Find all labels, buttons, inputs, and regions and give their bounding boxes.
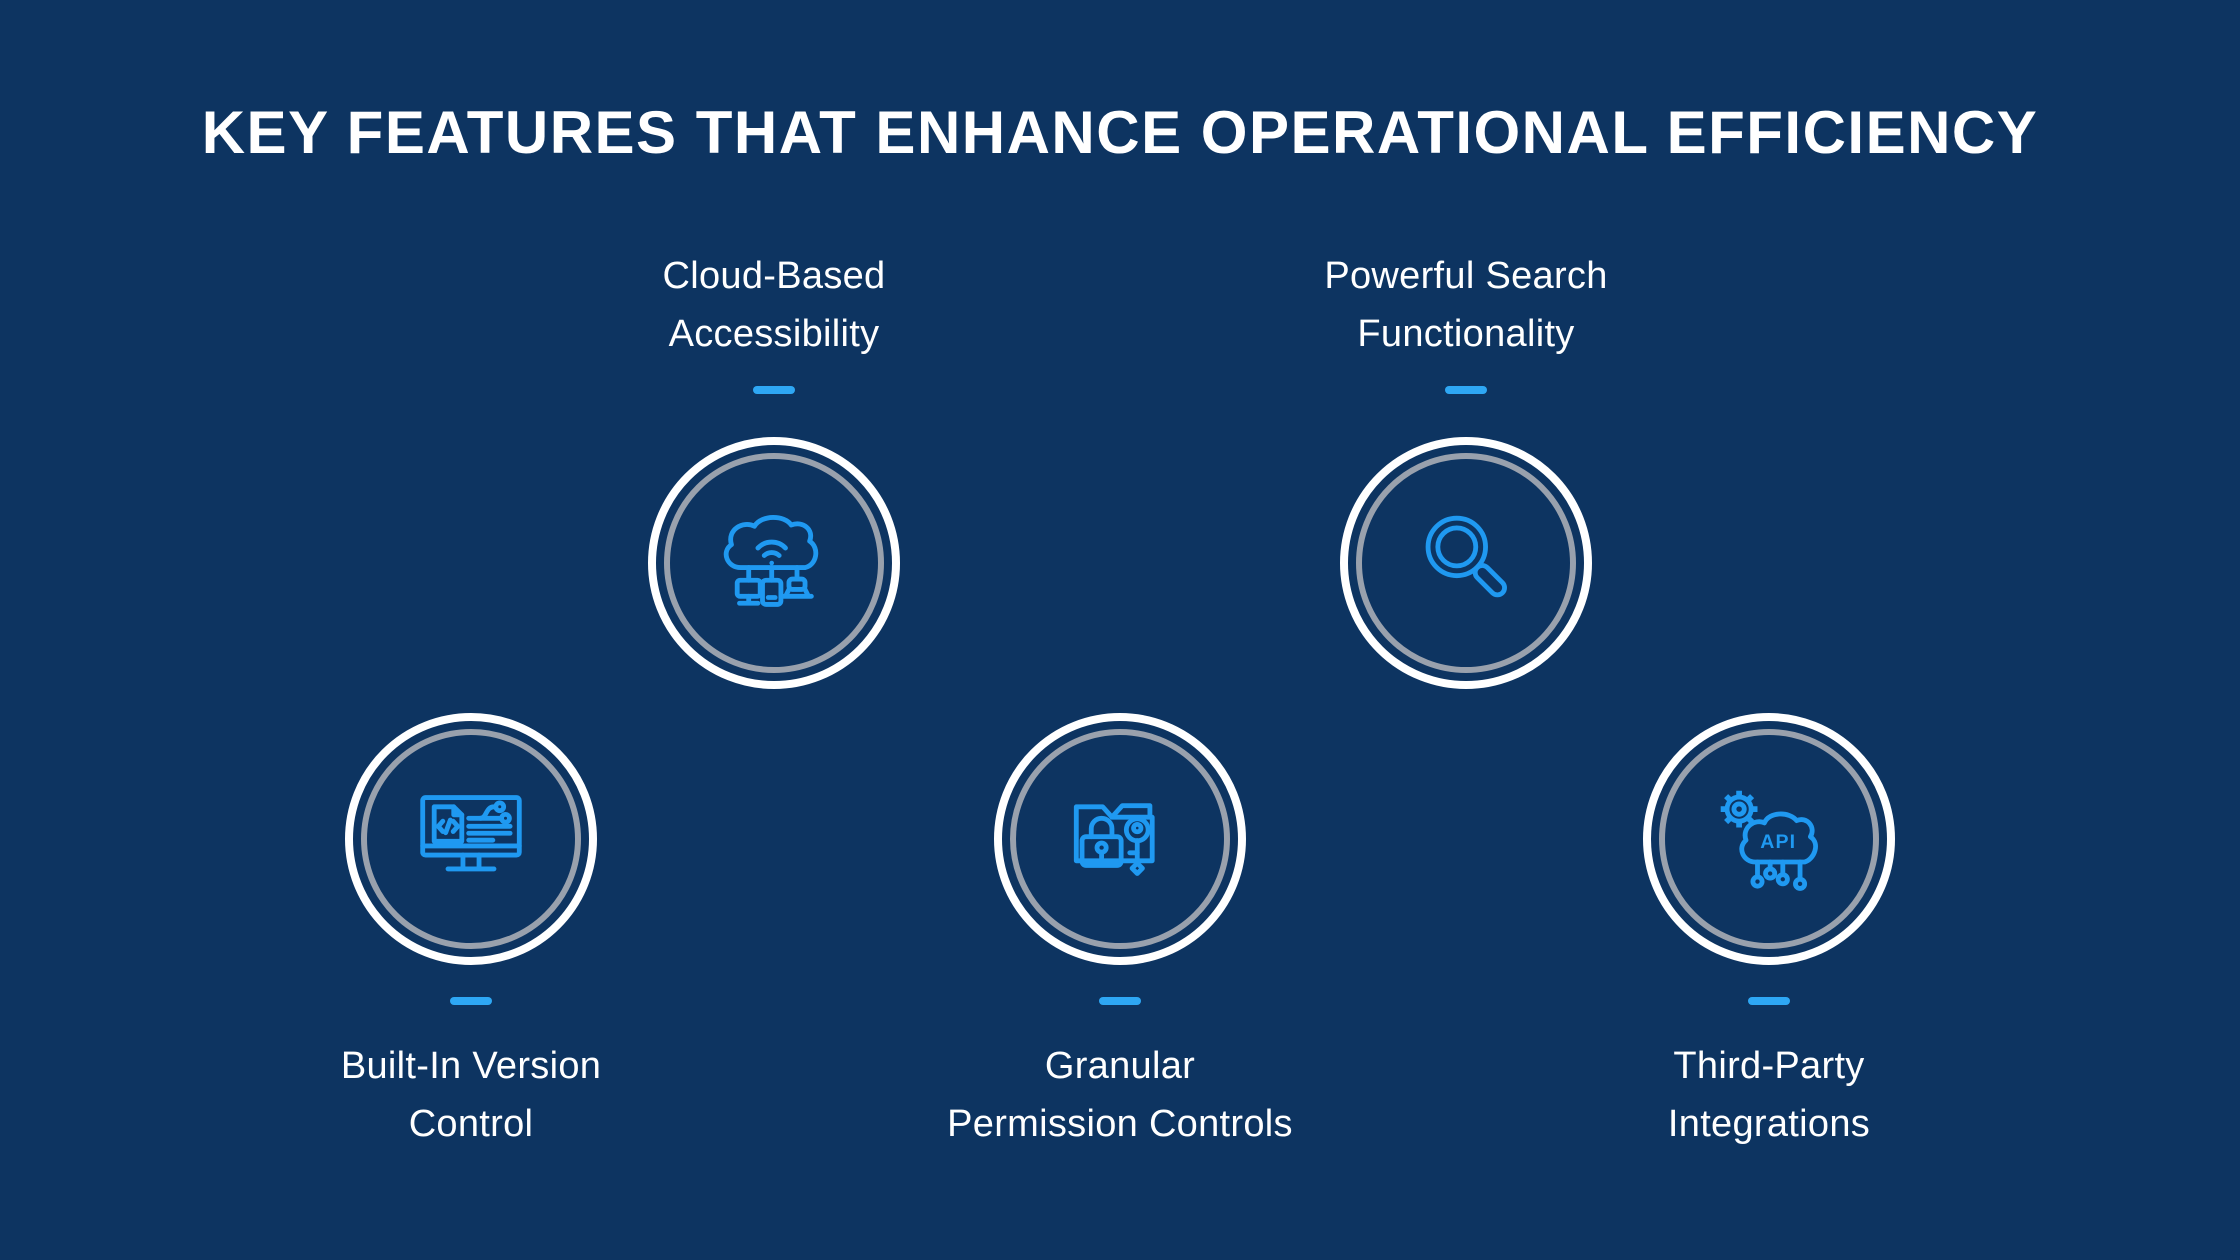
feature-circle (994, 713, 1246, 965)
feature-label-line1: Powerful Search (1324, 255, 1608, 297)
feature-permissions: Granular Permission Controls (840, 713, 1400, 1153)
accent-dash (1099, 997, 1141, 1005)
feature-label-line1: Built-In Version (340, 1045, 602, 1087)
accent-dash (450, 997, 492, 1005)
feature-label-line1: Granular (1044, 1045, 1196, 1087)
feature-cloud-accessibility: Cloud-Based Accessibility (494, 247, 1054, 689)
cloud-network-icon (723, 515, 819, 607)
feature-label-line2: Permission Controls (947, 1103, 1293, 1145)
feature-label: Third-Party Integrations (1668, 1037, 1870, 1153)
feature-label-line2: Accessibility (668, 313, 880, 355)
feature-label: Granular Permission Controls (947, 1037, 1293, 1153)
feature-circle (345, 713, 597, 965)
accent-dash (1748, 997, 1790, 1005)
folder-lock-key-icon (1073, 803, 1155, 876)
feature-circle (1340, 437, 1592, 689)
feature-label: Built-In Version Control (341, 1037, 601, 1153)
version-control-monitor-icon (420, 795, 522, 872)
feature-integrations: API Third-Party Integrations (1489, 713, 2049, 1153)
feature-circle: API (1643, 713, 1895, 965)
feature-label: Powerful Search Functionality (1324, 247, 1607, 363)
feature-label-line2: Functionality (1357, 313, 1575, 355)
feature-label-line2: Control (408, 1103, 534, 1145)
page-title: KEY FEATURES THAT ENHANCE OPERATIONAL EF… (201, 99, 2039, 166)
feature-label: Cloud-Based Accessibility (663, 247, 886, 363)
feature-version-control: Built-In Version Control (191, 713, 751, 1153)
accent-dash (753, 386, 795, 394)
feature-label-line1: Third-Party (1673, 1045, 1865, 1087)
feature-circle (648, 437, 900, 689)
api-icon-text: API (1760, 831, 1796, 853)
feature-label-line1: Cloud-Based (662, 255, 886, 297)
api-integration-icon: API (1720, 790, 1818, 891)
search-magnifier-icon (1425, 515, 1507, 598)
feature-label-line2: Integrations (1667, 1103, 1871, 1145)
accent-dash (1445, 386, 1487, 394)
feature-search: Powerful Search Functionality (1186, 247, 1746, 689)
